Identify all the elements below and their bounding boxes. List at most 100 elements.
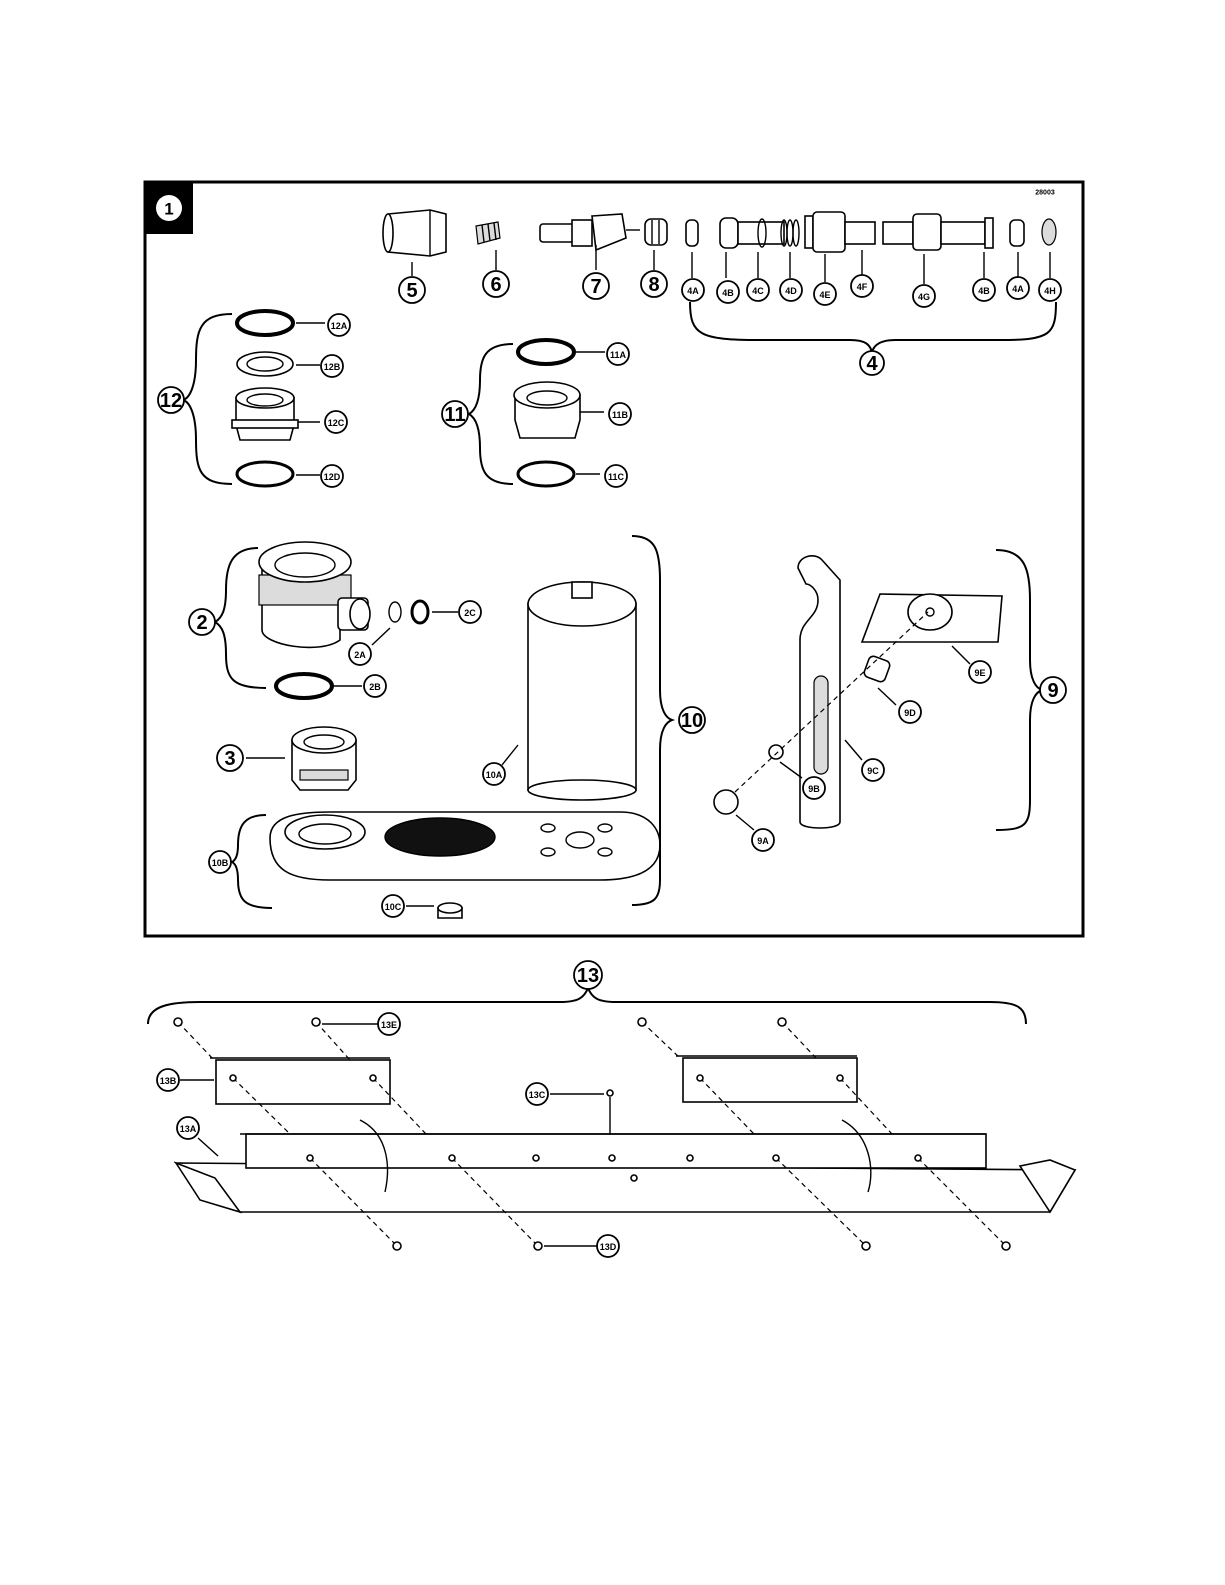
callout-4g: 4G (913, 285, 935, 307)
svg-text:13D: 13D (600, 1242, 617, 1252)
svg-text:11: 11 (444, 404, 465, 426)
callout-10: 10 (679, 707, 705, 733)
svg-text:9A: 9A (757, 836, 769, 846)
part-13-rail (176, 1056, 1075, 1212)
callout-13: 13 (574, 961, 602, 989)
svg-text:4A: 4A (687, 286, 699, 296)
callout-3: 3 (217, 745, 243, 771)
svg-text:13A: 13A (180, 1124, 197, 1134)
callout-4e: 4E (814, 283, 836, 305)
callout-12b: 12B (321, 355, 343, 377)
part-9-hardware (714, 612, 970, 830)
svg-text:9E: 9E (974, 668, 985, 678)
part-13-bracket (148, 988, 1026, 1024)
svg-text:9: 9 (1047, 680, 1058, 702)
callout-4a-second: 4A (1007, 277, 1029, 299)
part-7-stem (540, 214, 640, 270)
part-10b-bracket (232, 815, 272, 908)
callout-13e: 13E (378, 1013, 400, 1035)
svg-text:13B: 13B (160, 1076, 177, 1086)
svg-text:12B: 12B (324, 362, 341, 372)
callout-11: 11 (442, 401, 468, 427)
svg-text:2C: 2C (464, 608, 476, 618)
part-12-stack (183, 311, 325, 486)
callout-12: 12 (158, 387, 184, 413)
callout-12c: 12C (325, 411, 347, 433)
svg-text:12D: 12D (324, 472, 341, 482)
figure-number: 1 (164, 200, 173, 219)
callout-7: 7 (583, 273, 609, 299)
svg-text:3: 3 (224, 748, 235, 770)
svg-text:10: 10 (681, 710, 703, 732)
svg-text:4E: 4E (819, 290, 830, 300)
svg-text:13C: 13C (529, 1090, 546, 1100)
callout-12a: 12A (328, 314, 350, 336)
svg-text:10A: 10A (486, 770, 503, 780)
callout-10a: 10A (483, 763, 505, 785)
part-10-tank (502, 582, 636, 800)
part-2-body (215, 542, 458, 698)
svg-text:10B: 10B (212, 858, 229, 868)
svg-text:13: 13 (577, 965, 599, 987)
svg-text:4: 4 (866, 353, 878, 375)
callout-2b: 2B (364, 675, 386, 697)
callout-4f: 4F (851, 275, 873, 297)
svg-text:2: 2 (196, 612, 207, 634)
part-10-base-plate (270, 812, 660, 880)
callout-9d: 9D (899, 701, 921, 723)
svg-text:4F: 4F (857, 282, 868, 292)
callout-12d: 12D (321, 465, 343, 487)
callout-2c: 2C (459, 601, 481, 623)
callout-10c: 10C (382, 895, 404, 917)
callout-5: 5 (399, 277, 425, 303)
part-9e-bracket (862, 594, 1002, 642)
svg-text:4A: 4A (1012, 284, 1024, 294)
callout-8: 8 (641, 271, 667, 297)
svg-text:12C: 12C (328, 418, 345, 428)
callout-4b-second: 4B (973, 279, 995, 301)
svg-text:9B: 9B (808, 784, 820, 794)
callout-9: 9 (1040, 677, 1066, 703)
svg-text:4B: 4B (978, 286, 990, 296)
svg-text:5: 5 (406, 280, 417, 302)
svg-text:11C: 11C (608, 472, 625, 482)
callout-10b: 10B (209, 851, 231, 873)
svg-text:9D: 9D (904, 708, 916, 718)
svg-text:4H: 4H (1044, 286, 1056, 296)
callout-11c: 11C (605, 465, 627, 487)
svg-text:4D: 4D (785, 286, 797, 296)
svg-text:7: 7 (590, 276, 601, 298)
svg-text:4G: 4G (918, 292, 930, 302)
callout-9b: 9B (803, 777, 825, 799)
callout-4b: 4B (717, 281, 739, 303)
svg-text:12: 12 (160, 390, 182, 412)
svg-text:2B: 2B (369, 682, 381, 692)
callout-9c: 9C (862, 759, 884, 781)
part-9-bracket (996, 550, 1042, 830)
part-3-nut (246, 727, 356, 790)
part-8-rotor (645, 219, 667, 270)
callout-4: 4 (860, 351, 884, 375)
callout-6: 6 (483, 271, 509, 297)
callout-4c: 4C (747, 279, 769, 301)
svg-text:11A: 11A (610, 350, 627, 360)
callout-13d: 13D (597, 1235, 619, 1257)
svg-text:6: 6 (490, 274, 501, 296)
svg-text:8: 8 (648, 274, 659, 296)
callout-2: 2 (189, 609, 215, 635)
part-4-assembly (686, 212, 1056, 252)
svg-text:4C: 4C (752, 286, 764, 296)
callout-9a: 9A (752, 829, 774, 851)
drawing-code: 28003 (1035, 190, 1055, 197)
svg-text:10C: 10C (385, 902, 402, 912)
callout-9e: 9E (969, 661, 991, 683)
svg-text:9C: 9C (867, 766, 879, 776)
callout-11a: 11A (607, 343, 629, 365)
callout-4a: 4A (682, 279, 704, 301)
part-5-cap (383, 210, 446, 256)
svg-text:2A: 2A (354, 650, 366, 660)
svg-text:11B: 11B (612, 410, 629, 420)
svg-text:4B: 4B (722, 288, 734, 298)
part-10c-knob (406, 903, 462, 918)
